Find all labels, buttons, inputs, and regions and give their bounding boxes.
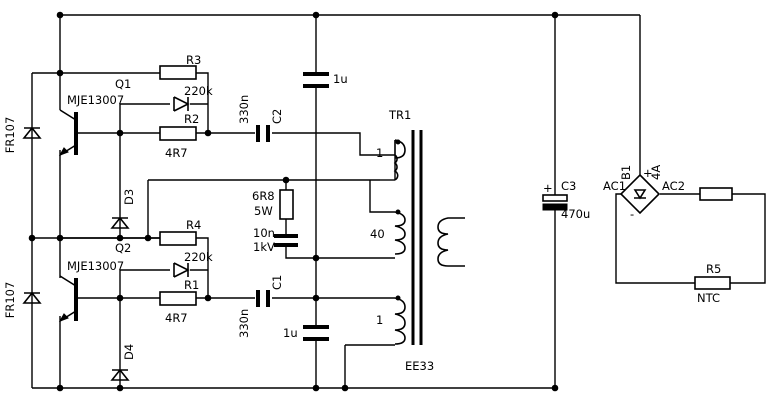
label-c3-plus: + [543,181,553,195]
diode-series-top [173,96,190,112]
capacitor-c3 [542,194,568,211]
transformer-tr1 [393,130,465,345]
resistor-6r8 [279,189,294,220]
label-r4: R4 [186,218,201,232]
capacitor-1u-bottom [303,325,329,341]
label-10n: 10n [253,226,275,240]
label-c3-value: 470u [561,207,590,221]
diode-d4 [110,368,130,381]
label-c2: C2 [270,109,284,124]
resistor-r1 [159,291,197,306]
transistor-q1 [58,109,78,156]
label-c3: C3 [561,179,576,193]
resistor-r4 [159,231,197,246]
label-r3: R3 [186,53,201,67]
label-c1-value: 330n [237,309,251,338]
label-winding-bottom: 1 [376,313,383,327]
wires [31,14,766,389]
resistor-r2 [159,126,197,141]
label-b1-rating: 4A [649,165,663,180]
label-q1: Q1 [115,77,131,91]
label-tr1: TR1 [388,108,411,122]
bridge-rectifier-b1 [619,173,661,215]
label-6r8: 6R8 [252,189,275,203]
junction-dots [28,11,559,392]
label-q2-part: MJE13007 [67,259,124,273]
capacitor-10n [274,234,298,247]
label-r1-value: 4R7 [165,311,188,325]
diode-fr107-bottom [22,291,42,304]
label-tr1-core: EE33 [405,359,434,373]
label-1u-top: 1u [333,72,348,86]
label-b1-plus: + [643,166,653,180]
label-c1: C1 [270,275,284,290]
fuse [699,187,733,201]
diode-fr107-top [22,126,42,139]
label-b1-ac1: AC1 [603,179,626,193]
label-r5-value: NTC [697,291,720,305]
label-winding-top: 1 [376,146,383,160]
label-d4: D4 [122,344,136,360]
label-fr107-bottom: FR107 [3,282,17,319]
resistor-r3 [159,65,197,80]
label-q1-part: MJE13007 [67,93,124,107]
label-c2-value: 330n [237,95,251,124]
label-winding-mid: 40 [370,227,385,241]
label-d3: D3 [122,189,136,205]
transistor-q2 [58,275,78,322]
label-r2-value: 4R7 [165,146,188,160]
label-b1: B1 [619,165,633,180]
capacitor-1u-top [303,72,329,88]
label-r5: R5 [706,262,721,276]
label-b1-minus: - [630,207,634,221]
label-b1-ac2: AC2 [662,179,685,193]
label-r3-value: 220k [184,84,213,98]
capacitor-c2 [256,125,270,142]
label-1u-bottom: 1u [283,326,298,340]
capacitor-c1 [256,290,270,307]
label-q2: Q2 [115,241,131,255]
diode-series-bottom [173,262,190,278]
resistor-r5-ntc [694,276,731,290]
label-fr107-top: FR107 [3,117,17,154]
diode-d3 [110,216,130,229]
label-1kv: 1kV [253,240,275,254]
label-r4-value: 220k [184,250,213,264]
label-r2: R2 [184,112,199,126]
label-5w: 5W [254,204,273,218]
label-r1: R1 [184,278,199,292]
